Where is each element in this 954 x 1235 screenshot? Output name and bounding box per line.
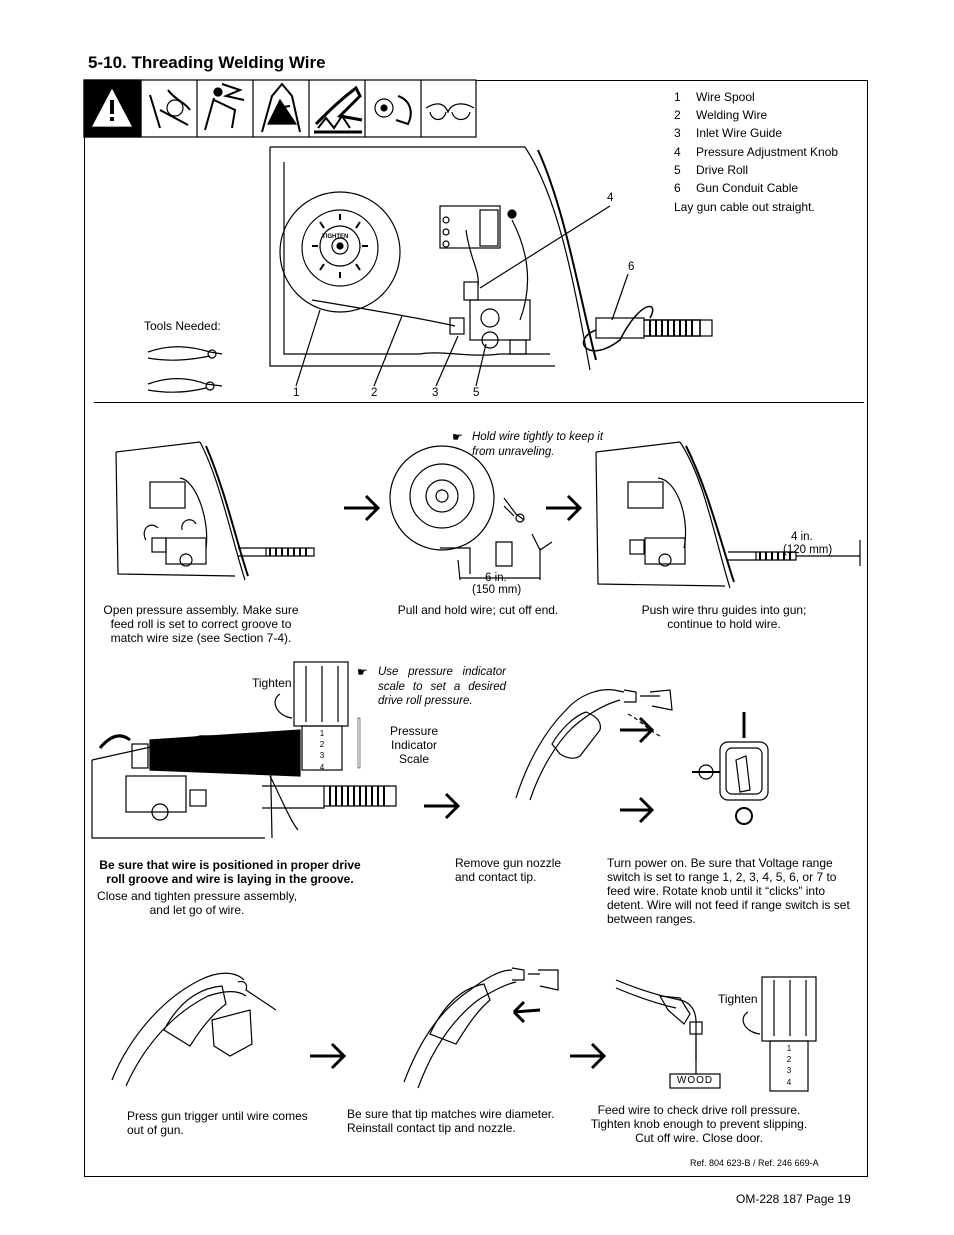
step7-diagram xyxy=(111,972,277,1087)
machine-diagram xyxy=(269,146,713,387)
step4-diagram xyxy=(91,661,397,839)
legend-note: Lay gun cable out straight. xyxy=(674,200,815,215)
callout-4: 4 xyxy=(607,192,614,204)
step9-caption: Feed wire to check drive roll pressure. … xyxy=(590,1103,808,1145)
tools-diagram xyxy=(147,346,223,393)
step8-diagram xyxy=(403,967,559,1089)
step1-diagram xyxy=(115,441,315,581)
callout-3: 3 xyxy=(432,387,439,399)
step3-dim-mm: (120 mm) xyxy=(783,544,833,556)
tools-needed-label: Tools Needed: xyxy=(144,319,221,333)
step3-caption: Push wire thru guides into gun; continue… xyxy=(641,603,807,631)
step5-diagram xyxy=(515,689,673,801)
step6-caption: Turn power on. Be sure that Voltage rang… xyxy=(607,856,850,926)
callout-5: 5 xyxy=(473,387,480,399)
step6-diagram xyxy=(692,712,769,825)
step2-note: Hold wire tightly to keep it from unrave… xyxy=(472,431,604,458)
step3-diagram xyxy=(595,441,861,589)
spool-label: TIGHTEN xyxy=(322,234,349,240)
section-title: 5-10. Threading Welding Wire xyxy=(88,53,326,72)
step4-warning: Be sure that wire is positioned in prope… xyxy=(99,858,361,886)
step5-caption: Remove gun nozzle and contact tip. xyxy=(455,856,562,884)
callout-1: 1 xyxy=(293,387,300,399)
callout-6: 6 xyxy=(628,261,635,273)
step2-diagram xyxy=(389,445,553,581)
step4-tighten-label: Tighten xyxy=(252,676,292,690)
step-arrows xyxy=(310,494,655,1070)
step2-caption: Pull and hold wire; cut off end. xyxy=(397,603,559,617)
note-icon: ☛ xyxy=(452,430,463,444)
safety-icon-strip xyxy=(83,79,477,138)
step2-dim-mm: (150 mm) xyxy=(472,584,522,596)
step9-tighten-label: Tighten xyxy=(718,992,758,1006)
reference-number: Ref. 804 623-B / Ref. 246 669-A xyxy=(690,1158,819,1168)
step8-caption: Be sure that tip matches wire diameter. … xyxy=(347,1107,555,1135)
step9-diagram xyxy=(615,976,817,1092)
page-footer: OM-228 187 Page 19 xyxy=(736,1192,851,1206)
wood-label: WOOD xyxy=(676,1075,714,1086)
step3-dim-in: 4 in. xyxy=(791,531,813,543)
step2-dim-in: 6 in. xyxy=(485,572,507,584)
divider xyxy=(94,402,864,403)
callout-2: 2 xyxy=(371,387,378,399)
step1-caption: Open pressure assembly. Make sure feed r… xyxy=(103,603,299,645)
step4-caption: Close and tighten pressure assembly, and… xyxy=(97,889,297,917)
note-icon: ☛ xyxy=(357,665,368,679)
step4-note: Use pressure indicator scale to set a de… xyxy=(378,666,506,707)
step7-caption: Press gun trigger until wire comes out o… xyxy=(127,1109,308,1137)
